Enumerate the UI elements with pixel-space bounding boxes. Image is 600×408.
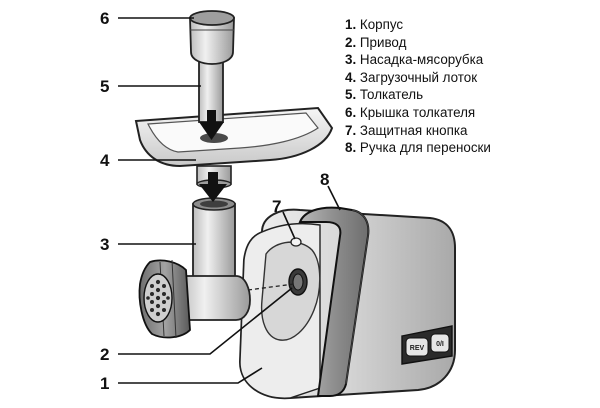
arrow-down-icon: [199, 172, 227, 202]
on-off-button-label: 0/I: [436, 341, 444, 348]
callout-3: 3: [100, 235, 109, 254]
legend-label: Защитная кнопка: [359, 122, 468, 138]
legend-number: 7.: [345, 122, 357, 138]
legend-number: 3.: [345, 52, 357, 68]
on-off-button: [430, 333, 450, 353]
safety-button: [290, 237, 302, 247]
callout-7: 7: [272, 197, 281, 216]
reverse-button: [405, 337, 429, 357]
carry-handle: [298, 206, 370, 397]
legend-item: 2. Привод: [345, 34, 491, 52]
legend-label: Привод: [359, 34, 407, 50]
callout-1: 1: [100, 374, 109, 393]
control-panel: REV 0/I: [401, 325, 453, 365]
legend-item: 1. Корпус: [345, 16, 491, 34]
leader-lines: [118, 17, 341, 384]
leader-line-2: [118, 287, 293, 355]
legend-item: 3. Насадка-мясорубка: [345, 51, 491, 69]
leader-line-8: [327, 185, 341, 211]
pusher-cap: [189, 10, 235, 65]
reverse-button-label: REV: [410, 345, 425, 352]
leader-line-7: [282, 211, 296, 240]
leader-line-1: [118, 367, 263, 384]
legend-number: 2.: [345, 34, 357, 50]
callout-5: 5: [100, 77, 109, 96]
legend-label: Толкатель: [359, 87, 424, 103]
legend-item: 7. Защитная кнопка: [345, 122, 491, 140]
callout-6: 6: [100, 9, 109, 28]
callout-8: 8: [320, 170, 329, 189]
legend-number: 1.: [345, 17, 357, 32]
legend-label: Насадка-мясорубка: [359, 52, 484, 68]
motor-body: REV 0/I: [238, 208, 456, 400]
legend-item: 8. Ручка для переноски: [345, 139, 491, 157]
legend-number: 6.: [345, 104, 357, 120]
arrow-down-icon: [199, 110, 224, 140]
legend-number: 4.: [345, 69, 357, 85]
legend-item: 5. Толкатель: [345, 86, 491, 104]
parts-legend: 1. Корпус 2. Привод 3. Насадка-мясорубка…: [345, 16, 491, 157]
grinder-attachment: [138, 197, 295, 339]
callout-4: 4: [100, 151, 110, 170]
legend-item: 4. Загрузочный лоток: [345, 69, 491, 87]
legend-number: 8.: [345, 140, 357, 156]
legend-number: 5.: [345, 87, 357, 103]
callout-2: 2: [100, 345, 109, 364]
legend-label: Корпус: [359, 17, 404, 32]
legend-label: Ручка для переноски: [359, 140, 491, 156]
legend-label: Загрузочный лоток: [359, 69, 478, 85]
feed-tray: [134, 106, 334, 189]
legend-label: Крышка толкателя: [359, 104, 476, 120]
legend-item: 6. Крышка толкателя: [345, 104, 491, 122]
drive-socket: [288, 268, 308, 296]
